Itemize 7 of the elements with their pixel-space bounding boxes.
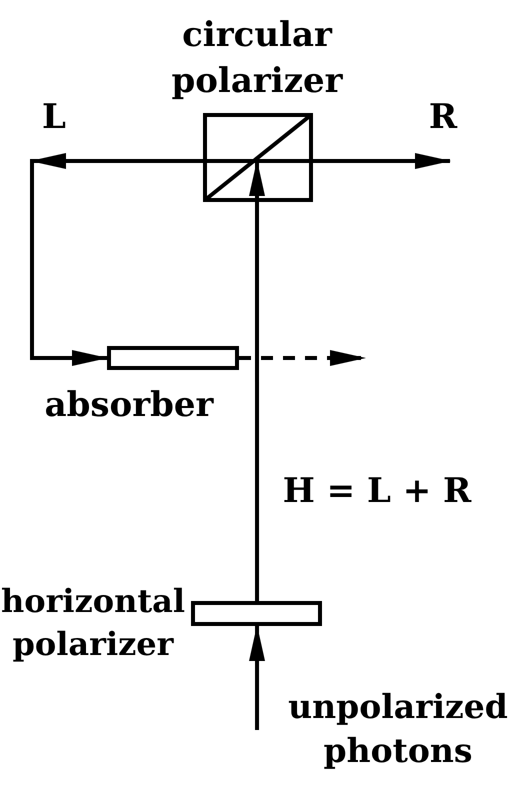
component-label: horizontal polarizer — [0, 581, 186, 665]
beam-label: unpolarized photons — [288, 686, 508, 772]
beam-label: L — [42, 96, 66, 139]
component-label: absorber — [44, 384, 214, 427]
component-label: circular polarizer — [171, 14, 343, 103]
beam-label: R — [428, 96, 458, 139]
equation-label: H = L + R — [282, 470, 472, 513]
